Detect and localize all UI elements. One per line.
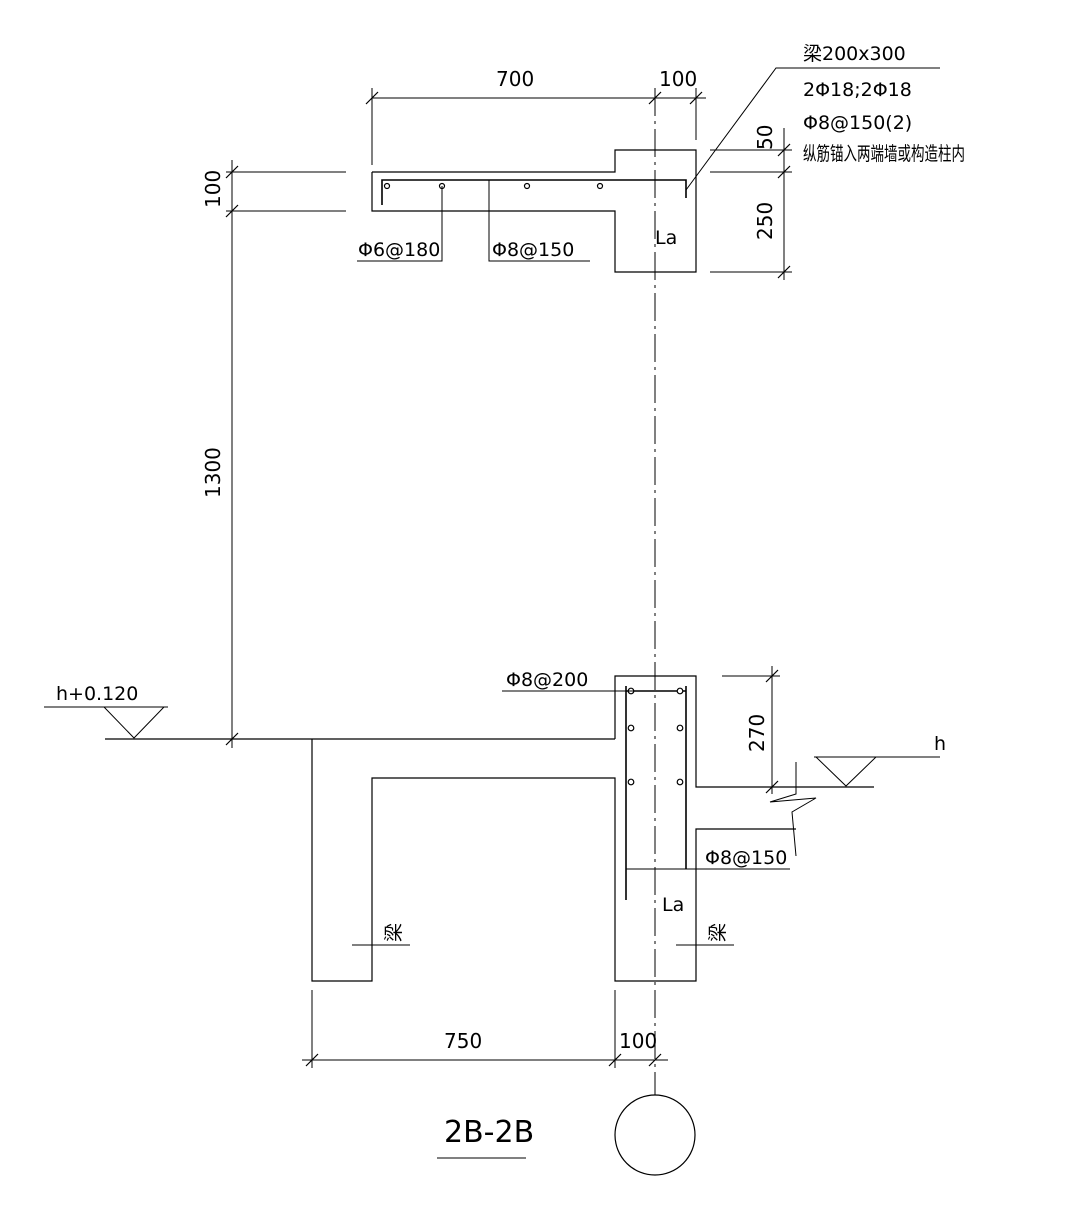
wall-bar-dot <box>627 778 635 786</box>
axis-bubble <box>614 1094 696 1176</box>
wall-outline-left <box>614 675 874 788</box>
section-title: 2B-2B <box>444 1115 534 1150</box>
beam-mark-left: 梁 <box>383 923 405 942</box>
top-canopy <box>226 67 940 273</box>
dim-top <box>365 88 706 165</box>
beam-note-line1: 梁200x300 <box>803 43 906 65</box>
dim-750-label: 750 <box>444 1029 482 1053</box>
wall-bar-dot <box>676 778 684 786</box>
level-left-triangle <box>102 706 166 739</box>
rebar-label-wall-top: Φ8@200 <box>506 669 588 691</box>
beam-note-line4: 纵筋锚入两端墙或构造柱内 <box>803 143 965 165</box>
beam-mark-right: 梁 <box>707 923 729 942</box>
dim-270-label: 270 <box>745 714 769 752</box>
dim-50-label: 50 <box>753 125 777 150</box>
dim-right-bottom <box>722 666 780 794</box>
dim-right-top <box>777 128 791 280</box>
canopy-outline <box>371 149 697 273</box>
leader-slab-mid <box>488 180 590 262</box>
break-symbol <box>769 762 817 857</box>
anchor-label-top: La <box>655 227 677 249</box>
leader-beam-note <box>685 67 940 191</box>
wall-bar-dot <box>676 687 684 695</box>
dim-bottom <box>302 990 668 1068</box>
leader-slab-top <box>357 186 443 262</box>
dim-700-label: 700 <box>496 67 534 91</box>
rebar-label-slab-top: Φ6@180 <box>358 239 440 261</box>
level-left-label: h+0.120 <box>56 683 138 705</box>
rebar-label-slab-mid: Φ8@150 <box>492 239 574 261</box>
dim-100-bottom-label: 100 <box>619 1029 657 1053</box>
slab-rebar <box>381 179 687 205</box>
dim-left <box>225 160 239 748</box>
dim-250-label: 250 <box>753 202 777 240</box>
beam-note-line3: Φ8@150(2) <box>803 112 912 134</box>
level-right-label: h <box>934 733 946 755</box>
bottom-section <box>44 675 940 982</box>
beam-outline <box>311 739 796 982</box>
dim-100-top-label: 100 <box>659 67 697 91</box>
dim-1300-label: 1300 <box>201 447 225 498</box>
wall-bar-dot <box>627 724 635 732</box>
slab-bar-dot <box>383 182 391 190</box>
rebar-label-wall-side: Φ8@150 <box>705 847 787 869</box>
anchor-label-bottom: La <box>662 894 684 916</box>
slab-bar-dot <box>596 182 604 190</box>
beam-note-line2: 2Φ18;2Φ18 <box>803 79 912 101</box>
dim-100-slab-label: 100 <box>201 170 225 208</box>
level-right-triangle <box>814 756 878 787</box>
wall-bar-dot <box>676 724 684 732</box>
slab-bar-dot <box>523 182 531 190</box>
